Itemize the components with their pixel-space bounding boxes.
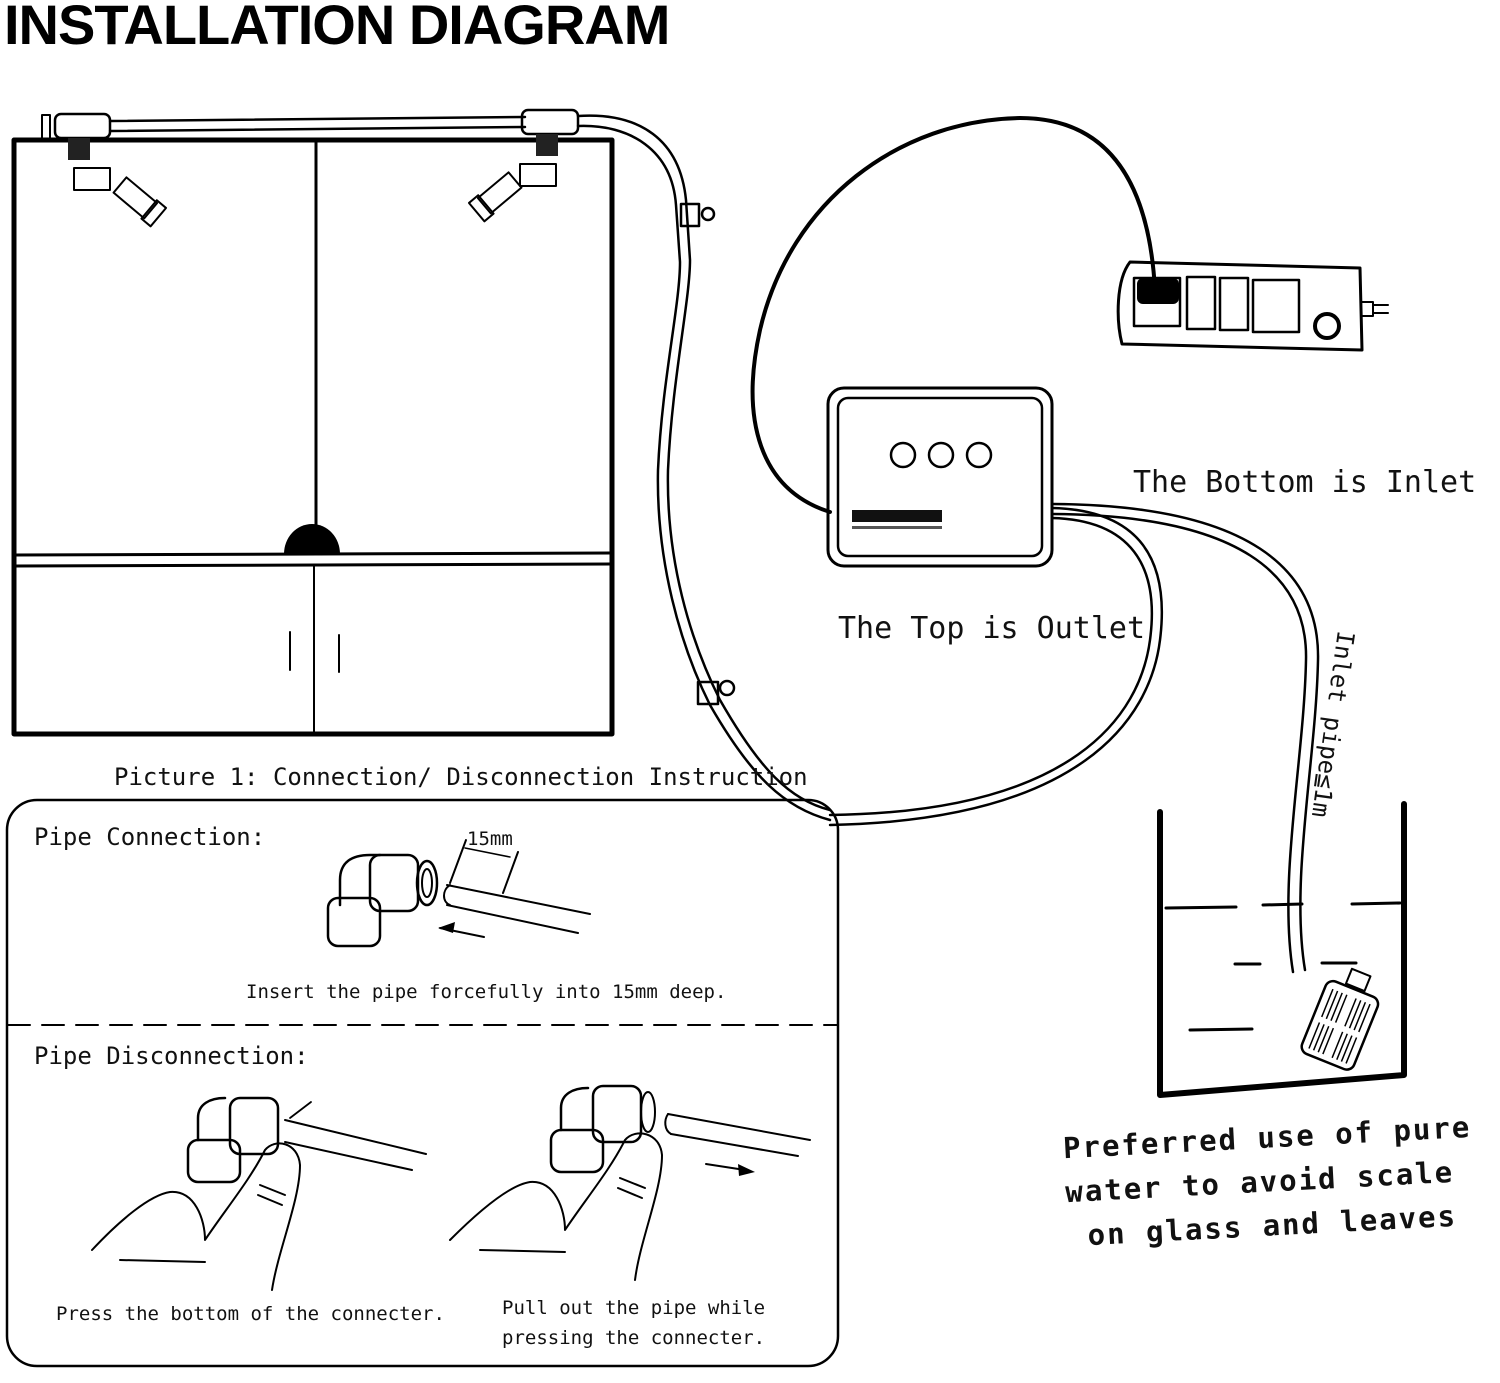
controller-box <box>826 386 1054 568</box>
plug <box>1137 278 1179 304</box>
outlet-pipe <box>828 506 1164 827</box>
connection-instruction-text: Insert the pipe forcefully into 15mm dee… <box>246 981 726 1003</box>
nozzle-left <box>68 138 168 228</box>
power-cord <box>750 116 1157 514</box>
mist-button-icon <box>889 441 917 469</box>
instruction-caption: Picture 1: Connection/ Disconnection Ins… <box>114 763 808 791</box>
pipe-icon <box>443 839 591 934</box>
power-button-icon <box>927 441 955 469</box>
disconnection-step2-text: pressing the connecter. <box>502 1327 765 1349</box>
pull-pipe-illustration <box>449 1084 811 1281</box>
top-outlet-label: The Top is Outlet <box>838 611 1145 646</box>
pipe-clip <box>679 202 701 228</box>
disconnection-step1-text: Press the bottom of the connecter. <box>56 1303 445 1325</box>
nozzle-right <box>467 134 558 223</box>
disconnection-step2-text: Pull out the pipe while <box>502 1297 765 1319</box>
outlet <box>1251 278 1301 334</box>
power-strip <box>1116 260 1389 352</box>
inlet-filter-icon <box>1300 967 1380 1071</box>
press-connector-illustration <box>91 1096 427 1291</box>
misting-pipe <box>41 108 832 822</box>
power-switch-icon <box>1313 312 1341 340</box>
note-line: on glass and leaves <box>1087 1199 1458 1252</box>
inlet-pipe <box>1050 502 1320 972</box>
outlet <box>1185 275 1217 331</box>
water-reservoir <box>1157 801 1407 1098</box>
aquarium-cabinet <box>11 137 615 737</box>
page-title: INSTALLATION DIAGRAM <box>4 0 669 56</box>
pipe-connection-heading: Pipe Connection: <box>34 823 265 851</box>
dimension-label: 15mm <box>467 828 513 850</box>
outlet <box>1218 276 1250 332</box>
elbow-connector-icon <box>326 853 439 948</box>
settings-button-icon <box>965 441 993 469</box>
pump-dome <box>284 524 340 554</box>
pipe-clip <box>696 680 720 706</box>
instruction-panel: Pipe Connection: Pipe Disconnection: 15m… <box>5 798 840 1368</box>
bottom-inlet-label: The Bottom is Inlet <box>1133 465 1476 500</box>
pure-water-note: Preferred use of pure water to avoid sca… <box>1062 1110 1472 1252</box>
insert-arrow-icon <box>438 922 485 938</box>
pull-arrow-icon <box>738 1164 755 1176</box>
brand-label <box>852 510 942 522</box>
pipe-disconnection-heading: Pipe Disconnection: <box>34 1042 309 1070</box>
